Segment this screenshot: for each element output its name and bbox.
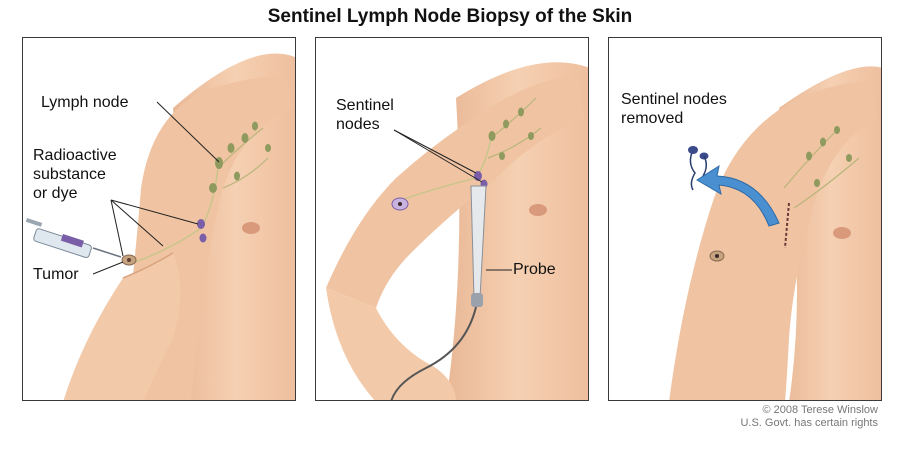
label-lymph-node: Lymph node (41, 94, 129, 111)
panel-injection: Lymph node Radioactive substance or dye … (22, 37, 296, 401)
probe (390, 185, 487, 400)
panel-removal-illustration (669, 66, 881, 400)
label-sentinel-nodes-removed: Sentinel nodes removed (621, 91, 727, 127)
dyed-node (197, 219, 205, 229)
arm (326, 77, 584, 308)
panel-removal: Sentinel nodes removed (608, 37, 882, 401)
rights-credit: U.S. Govt. has certain rights (740, 417, 878, 429)
nipple (242, 222, 260, 234)
syringe (25, 218, 122, 259)
arm (669, 82, 877, 400)
nipple (833, 227, 851, 239)
lymph-nodes (806, 126, 852, 187)
panel-probe: Sentinel nodes Probe (315, 37, 589, 401)
figure-title: Sentinel Lymph Node Biopsy of the Skin (267, 6, 633, 27)
forearm (63, 253, 181, 400)
removal-arrow-icon (696, 164, 780, 227)
label-radioactive-substance: Radioactive substance or dye (33, 147, 117, 202)
label-probe: Probe (513, 261, 556, 278)
incision (784, 202, 790, 249)
nipple (529, 204, 547, 216)
panel-injection-illustration (25, 53, 295, 400)
lymph-nodes (488, 107, 534, 160)
dyed-node (199, 233, 207, 243)
removed-nodes (688, 146, 709, 191)
forearm (326, 288, 456, 400)
panel-probe-illustration (326, 62, 588, 400)
copyright-credit: © 2008 Terese Winslow (762, 404, 878, 416)
label-tumor: Tumor (33, 266, 79, 283)
label-sentinel-nodes: Sentinel nodes (336, 97, 394, 133)
